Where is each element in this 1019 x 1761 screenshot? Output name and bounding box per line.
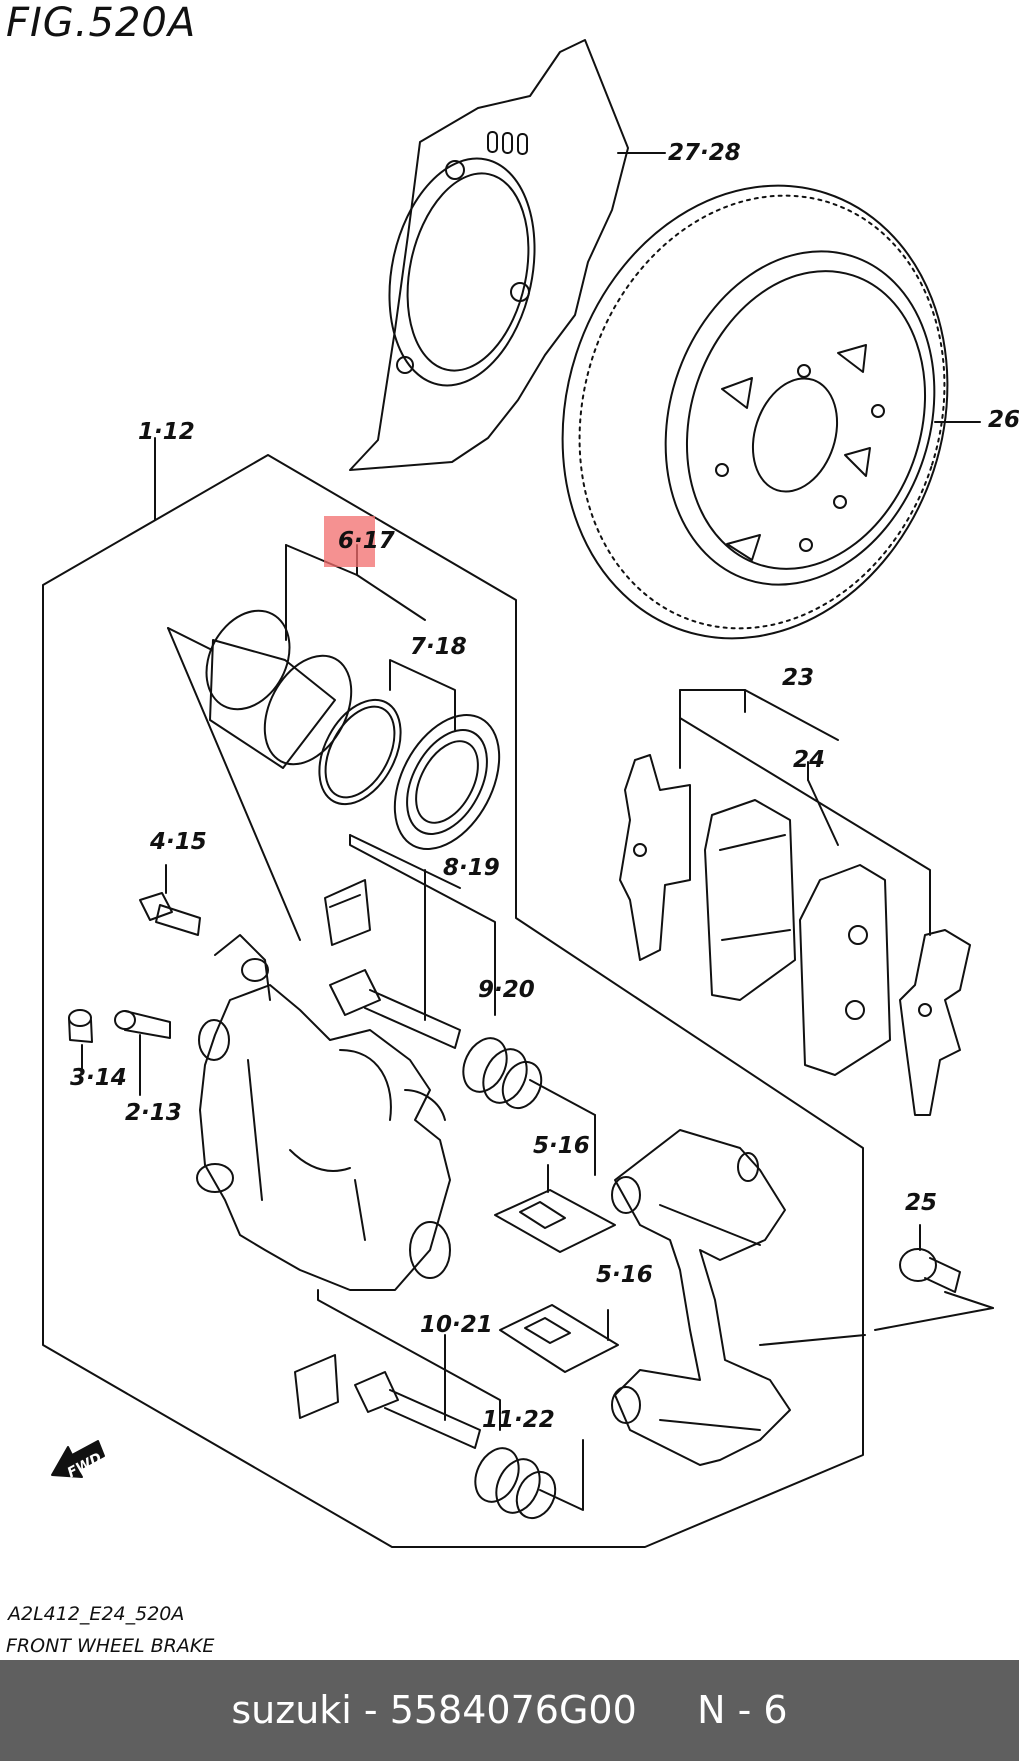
bleeder-screw (114, 1010, 171, 1096)
callout-4-15: 4·15 (150, 829, 207, 855)
callout-23: 23 (782, 665, 815, 691)
footer-part-number: suzuki - 5584076G00 N - 6 (231, 1688, 788, 1732)
carrier-bolt (759, 1224, 994, 1346)
drawing-code: A2L412_E24_520A (8, 1603, 185, 1625)
guide-pin-boot-upper (462, 1037, 596, 1176)
callout-8-19: 8·19 (443, 855, 500, 881)
piston-dust-boot (393, 714, 501, 850)
fwd-arrow-icon (51, 1440, 105, 1478)
callout-5-16-lower: 5·16 (596, 1262, 653, 1288)
brake-disc-rotor (561, 184, 981, 640)
fwd-label-holder: FWD (65, 1450, 105, 1481)
drawing-subtitle: FRONT WHEEL BRAKE (6, 1635, 215, 1657)
upper-guide-pin (329, 834, 496, 1049)
grease-packet-lower (294, 1354, 339, 1419)
callout-24: 24 (793, 747, 826, 773)
caliper-carrier (611, 1129, 791, 1466)
guide-pin-boot-lower (474, 1439, 584, 1520)
bleeder-cap (68, 1009, 93, 1071)
pad-shim-inner (899, 929, 971, 1116)
callout-7-18: 7·18 (410, 634, 467, 660)
callout-27-28: 27·28 (668, 140, 741, 166)
caliper-body (196, 934, 451, 1291)
pad-spring-upper (494, 1164, 616, 1253)
dust-shield (349, 39, 666, 471)
callout-5-16-upper: 5·16 (533, 1133, 590, 1159)
pad-spring-lower (499, 1304, 619, 1373)
callout-26: 26 (988, 407, 1019, 433)
fwd-label: FWD (65, 1450, 105, 1481)
brake-pad-inner (799, 864, 891, 1076)
callout-3-14: 3·14 (70, 1065, 127, 1091)
piston-seal (318, 698, 402, 806)
grease-packet-upper (324, 879, 371, 946)
pad-shim-outer (619, 754, 691, 961)
callout-1-12: 1·12 (138, 419, 195, 445)
callout-11-22: 11·22 (482, 1407, 555, 1433)
callout-9-20: 9·20 (478, 977, 535, 1003)
caliper-bolt (139, 864, 201, 936)
highlight-marker (324, 516, 375, 567)
callout-10-21: 10·21 (420, 1312, 493, 1338)
footer-bar: suzuki - 5584076G00 N - 6 (0, 1660, 1019, 1761)
callout-25: 25 (905, 1190, 938, 1216)
callout-2-13: 2·13 (125, 1100, 182, 1126)
callout-6-17: 6·17 (338, 528, 395, 554)
lower-guide-pin (317, 1289, 501, 1449)
caliper-piston (205, 609, 353, 769)
assembly-outline (42, 454, 864, 1548)
brake-pad-outer (704, 799, 796, 1001)
figure-title: FIG.520A (6, 0, 197, 46)
